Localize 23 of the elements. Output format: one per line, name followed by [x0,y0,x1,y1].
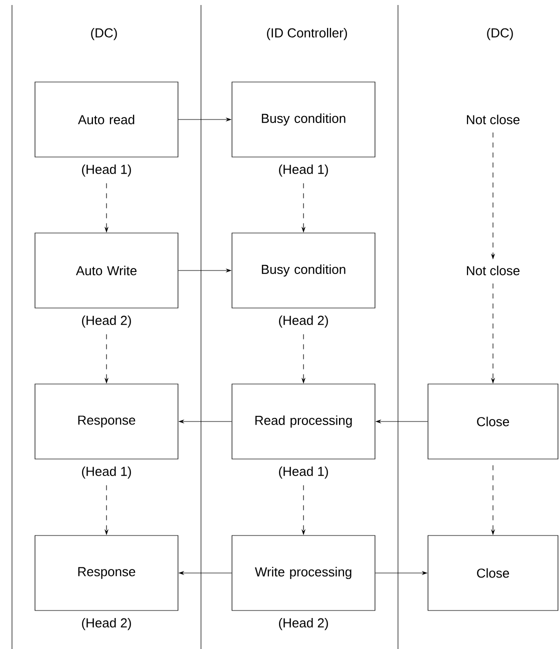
process-box: Auto Write [34,232,178,308]
status-text: Not close [466,266,520,276]
head-label: (Head 1) [82,164,131,177]
process-box: Busy condition [232,82,376,158]
column-heading: (DC) [487,28,513,40]
process-box: Write processing [232,535,376,611]
head-label: (Head 2) [279,315,328,328]
head-label: (Head 1) [82,466,131,479]
column-heading: (ID Controller) [266,28,347,40]
head-label: (Head 1) [279,466,328,479]
head-label: (Head 2) [82,315,131,328]
head-label: (Head 2) [279,618,328,630]
process-box: Busy condition [232,232,376,308]
process-box: Response [34,535,178,611]
head-label: (Head 2) [82,618,131,630]
status-text: Not close [466,114,520,124]
process-box: Close [428,384,558,460]
process-box: Auto read [34,82,178,158]
column-heading: (DC) [91,28,117,40]
process-box: Close [428,535,558,611]
process-box: Read processing [232,384,376,460]
head-label: (Head 1) [279,164,328,177]
process-box: Response [34,384,178,460]
